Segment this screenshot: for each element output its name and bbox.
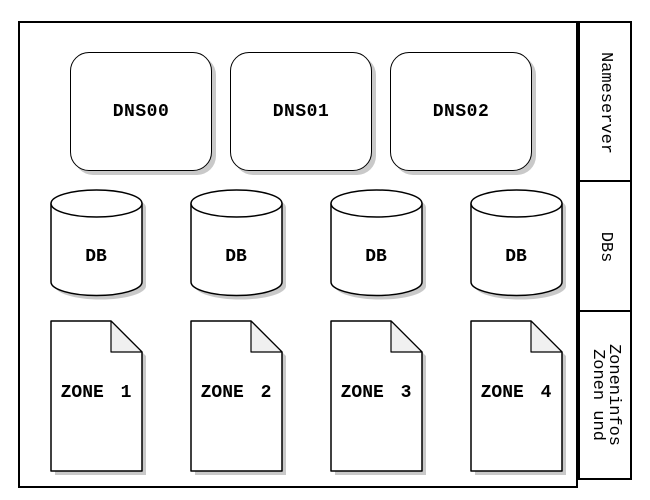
node-label: ZONE 3: [340, 383, 412, 403]
node-zone-3[interactable]: ZONE 3: [330, 320, 428, 476]
document-icon: [330, 320, 426, 475]
section-label-zones-line1: Zonen und: [588, 349, 607, 441]
diagram-frame: [18, 21, 578, 488]
node-label: ZONE 2: [200, 383, 272, 403]
section-label-dbs: DBs: [596, 231, 615, 263]
node-db-4[interactable]: DB: [470, 189, 568, 301]
node-label: DB: [365, 247, 387, 267]
node-dns01[interactable]: DNS01: [230, 52, 372, 171]
section-label-zones-line2: Zoneninfos: [604, 343, 623, 447]
database-cylinder-icon: [330, 189, 426, 300]
node-dns02[interactable]: DNS02: [390, 52, 532, 171]
section-zones: Zonen und Zoneninfos: [580, 312, 630, 478]
section-nameserver: Nameserver: [580, 23, 630, 182]
node-label: DB: [225, 247, 247, 267]
section-divider: [580, 180, 630, 182]
section-dbs: DBs: [580, 182, 630, 312]
database-cylinder-icon: [470, 189, 566, 300]
document-icon: [470, 320, 566, 475]
node-label: DNS00: [112, 101, 170, 122]
database-cylinder-icon: [190, 189, 286, 300]
section-divider: [580, 310, 630, 312]
document-icon: [50, 320, 146, 475]
node-dns00[interactable]: DNS00: [70, 52, 212, 171]
node-label: ZONE 4: [480, 383, 552, 403]
document-icon: [190, 320, 286, 475]
section-label-nameserver: Nameserver: [596, 51, 615, 154]
node-label: DB: [85, 247, 107, 267]
database-cylinder-icon: [50, 189, 146, 300]
node-zone-4[interactable]: ZONE 4: [470, 320, 568, 476]
node-label: DNS01: [272, 101, 330, 122]
node-db-3[interactable]: DB: [330, 189, 428, 301]
node-zone-2[interactable]: ZONE 2: [190, 320, 288, 476]
node-label: DNS02: [432, 101, 490, 122]
node-db-2[interactable]: DB: [190, 189, 288, 301]
node-db-1[interactable]: DB: [50, 189, 148, 301]
node-zone-1[interactable]: ZONE 1: [50, 320, 148, 476]
section-legend: Nameserver DBs Zonen und Zoneninfos: [578, 21, 632, 480]
node-label: ZONE 1: [60, 383, 132, 403]
node-label: DB: [505, 247, 527, 267]
